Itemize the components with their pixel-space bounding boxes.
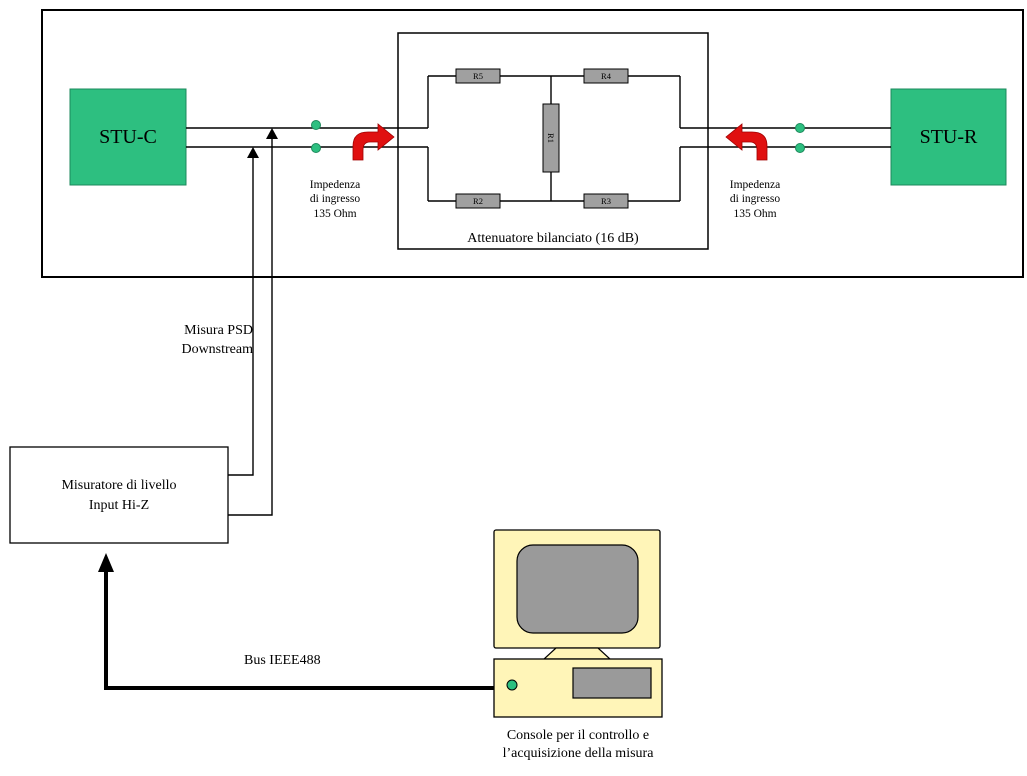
resistor-r5 xyxy=(455,68,501,84)
meter-line1: Misuratore di livello xyxy=(61,478,177,493)
resistor-r4 xyxy=(583,68,629,84)
level-meter-label: Misuratore di livello Input Hi-Z xyxy=(10,476,228,517)
disk-drive-slot xyxy=(572,667,652,699)
terminal-dots xyxy=(311,120,805,153)
impedance-label-right: Impedenza di ingresso 135 Ohm xyxy=(710,178,800,221)
attenuator-network xyxy=(398,75,708,202)
impedance-right-line1: Impedenza xyxy=(729,179,781,191)
power-led xyxy=(506,679,518,691)
stu-c-label: STU-C xyxy=(99,125,157,148)
impedance-left-line3: 135 Ohm xyxy=(313,207,357,220)
resistor-r2-label: R2 xyxy=(473,196,483,206)
resistor-r4-label: R4 xyxy=(601,71,612,81)
bus-arrow xyxy=(98,553,114,572)
test-bed-frame xyxy=(41,9,1024,278)
impedance-arrow-left xyxy=(352,123,395,161)
impedance-right-line2: di ingresso xyxy=(729,193,781,206)
terminal-left-bottom xyxy=(311,143,321,153)
impedance-right-line3: 135 Ohm xyxy=(733,207,777,220)
stu-r-box xyxy=(890,88,1007,186)
attenuator-box xyxy=(397,32,709,250)
psd-measure-label: Misura PSD Downstream xyxy=(118,322,253,360)
meter-line2: Input Hi-Z xyxy=(88,498,150,514)
monitor-stand xyxy=(542,647,612,660)
resistor-r1 xyxy=(542,103,560,173)
bus-label: Bus IEEE488 xyxy=(244,653,321,668)
psd-measure-leads xyxy=(228,135,273,516)
psd-line2: Downstream xyxy=(181,341,253,357)
resistor-r3-label: R3 xyxy=(601,196,611,206)
impedance-label-left: Impedenza di ingresso 135 Ohm xyxy=(290,178,380,221)
tap-arrow-bottom xyxy=(247,147,259,158)
terminal-right-bottom xyxy=(795,143,805,153)
impedance-left-line1: Impedenza xyxy=(309,179,361,191)
console-computer xyxy=(493,529,663,718)
terminal-right-top xyxy=(795,123,805,133)
terminal-left-top xyxy=(311,120,321,130)
attenuator-label: Attenuatore bilanciato (16 dB) xyxy=(467,231,639,246)
psd-line1: Misura PSD xyxy=(184,323,253,338)
console-line2: l’acquisizione della misura xyxy=(502,746,654,762)
resistor-r5-label: R5 xyxy=(473,71,483,81)
stu-c-box xyxy=(69,88,187,186)
tap-arrow-top xyxy=(266,128,278,139)
resistor-r3 xyxy=(583,193,629,209)
impedance-left-line2: di ingresso xyxy=(309,193,361,206)
resistor-r2 xyxy=(455,193,501,209)
console-line1: Console per il controllo e xyxy=(506,728,650,743)
monitor-screen xyxy=(516,544,639,634)
console-caption: Console per il controllo e l’acquisizion… xyxy=(438,727,718,763)
ieee488-bus-line xyxy=(104,570,494,690)
stu-r-label: STU-R xyxy=(919,125,978,148)
impedance-arrow-right xyxy=(725,123,768,161)
resistor-r1-label: R1 xyxy=(546,133,556,143)
level-meter-box xyxy=(9,446,229,544)
